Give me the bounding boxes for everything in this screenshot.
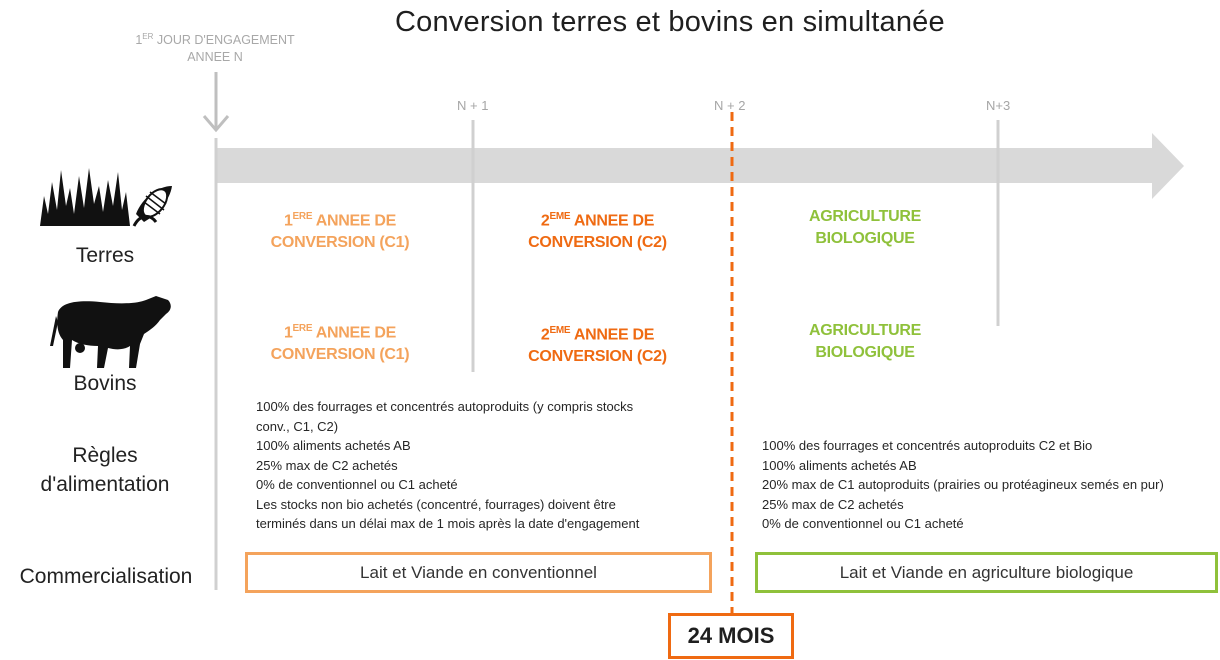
phase-line2: CONVERSION (C1) (270, 234, 410, 252)
phase-line2: CONVERSION (C2) (528, 234, 667, 252)
corn-icon (132, 186, 172, 227)
row-label-bovins: Bovins (73, 372, 137, 395)
bovins-phase-bio: AGRICULTURE BIOLOGIQUE (780, 320, 950, 364)
phase-rest: ANNEE DE (570, 326, 655, 344)
phase-rest: ANNEE DE (312, 212, 397, 230)
diagram-title: Conversion terres et bovins en simultané… (395, 6, 945, 38)
rule-line: 100% aliments achetés AB (256, 438, 411, 453)
phase-line2: CONVERSION (C1) (270, 346, 410, 364)
start-note: 1ER JOUR D'ENGAGEMENT ANNEE N (120, 28, 310, 66)
start-note-year: ANNEE N (187, 50, 243, 65)
bovins-phase-c2: 2EME ANNEE DE CONVERSION (C2) (500, 320, 695, 368)
rule-line: 20% max de C1 autoproduits (prairies ou … (762, 477, 1164, 492)
phase-line2: CONVERSION (C2) (528, 348, 667, 366)
phase-line2: BIOLOGIQUE (815, 230, 915, 247)
start-note-prefix: 1 (135, 33, 143, 48)
phase-line1: AGRICULTURE (809, 322, 921, 339)
phase-sup: EME (549, 325, 571, 336)
phase-number: 1 (283, 212, 293, 230)
phase-sup: EME (549, 211, 571, 222)
tick-label-n3: N+3 (986, 98, 1011, 113)
row-label-regles-line1: Règles (72, 444, 138, 467)
terres-phase-c2: 2EME ANNEE DE CONVERSION (C2) (500, 206, 695, 254)
start-note-sup: ER (142, 32, 154, 41)
phase-number: 2 (540, 212, 550, 230)
tick-label-n2: N + 2 (714, 98, 746, 113)
rule-line: 0% de conventionnel ou C1 acheté (256, 477, 458, 492)
rule-line: 25% max de C2 achetés (762, 496, 904, 512)
rule-line: terminés dans un délai max de 1 mois apr… (256, 516, 640, 531)
terres-phase-c1: 1ERE ANNEE DE CONVERSION (C1) (245, 206, 435, 254)
rule-line: 100% des fourrages et concentrés autopro… (762, 438, 1093, 453)
row-label-regles: Règles d'alimentation (12, 441, 198, 499)
phase-number: 2 (540, 326, 550, 344)
bovins-phase-c1: 1ERE ANNEE DE CONVERSION (C1) (245, 318, 435, 366)
rule-line: 0% de conventionnel ou C1 acheté (762, 516, 964, 531)
row-label-commercialisation: Commercialisation (19, 565, 193, 588)
terres-phase-bio: AGRICULTURE BIOLOGIQUE (780, 206, 950, 250)
duration-badge: 24 MOIS (668, 613, 794, 659)
start-note-rest: JOUR D'ENGAGEMENT (153, 33, 295, 48)
rule-line: conv., C1, C2) (256, 418, 339, 434)
rules-conversion: 100% des fourrages et concentrés autopro… (256, 397, 639, 534)
rule-line: Les stocks non bio achetés (concentré, f… (256, 496, 616, 512)
phase-sup: ERE (292, 323, 313, 334)
row-label-terres: Terres (75, 244, 135, 267)
phase-sup: ERE (292, 211, 313, 222)
rule-line: 100% aliments achetés AB (762, 457, 917, 473)
rules-bio: 100% des fourrages et concentrés autopro… (762, 436, 1164, 534)
down-arrow-icon (202, 72, 230, 133)
commercialisation-bio-box: Lait et Viande en agriculture biologique (755, 552, 1218, 593)
timeline-arrow (215, 133, 1184, 199)
phase-number: 1 (283, 324, 293, 342)
phase-line1: AGRICULTURE (809, 208, 921, 225)
phase-rest: ANNEE DE (570, 212, 655, 230)
rule-line: 100% des fourrages et concentrés autopro… (256, 399, 634, 414)
phase-rest: ANNEE DE (312, 324, 397, 342)
tick-label-n1: N + 1 (457, 98, 489, 113)
row-label-regles-line2: d'alimentation (40, 473, 170, 496)
phase-line2: BIOLOGIQUE (815, 344, 915, 361)
cow-icon (50, 296, 171, 368)
commercialisation-conventionnel-box: Lait et Viande en conventionnel (245, 552, 712, 593)
grass-icon (40, 168, 130, 226)
rule-line: 25% max de C2 achetés (256, 457, 398, 473)
